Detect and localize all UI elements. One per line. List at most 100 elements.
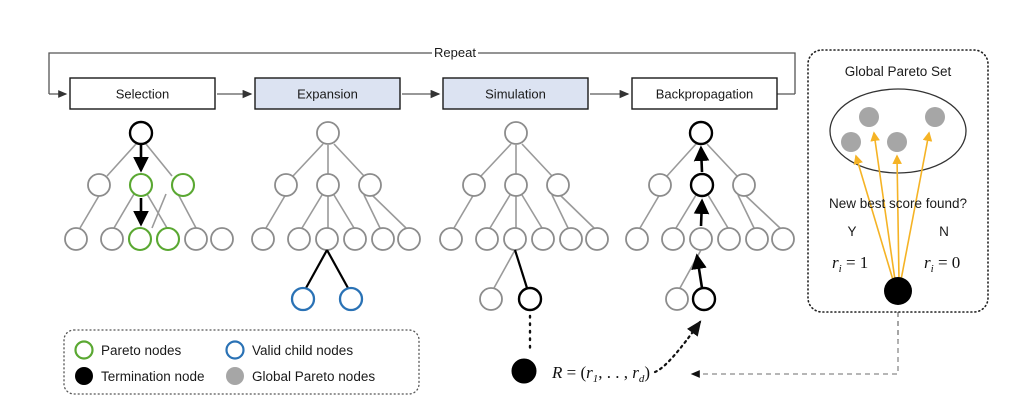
node-gray: [371, 227, 395, 251]
node-gray: [462, 173, 486, 197]
node-backprop-root: [688, 120, 714, 146]
stage-box-backpropagation[interactable]: Backpropagation: [631, 77, 778, 110]
panel-yes-label: Y: [847, 224, 856, 239]
node-gray: [689, 227, 713, 251]
stage-box-simulation[interactable]: Simulation: [442, 77, 589, 110]
legend-border: [63, 329, 420, 395]
node-global-pareto: [925, 107, 945, 127]
node-termination: [511, 358, 537, 384]
node-gray: [717, 227, 741, 251]
open-circle-green-icon: [74, 340, 94, 360]
node-gray: [648, 173, 672, 197]
no-r: r: [924, 253, 931, 272]
node-gray: [585, 227, 609, 251]
repeat-loop: [48, 52, 796, 98]
expansion-edge-new-left: [305, 249, 328, 289]
reward-eq: = (: [562, 363, 586, 382]
legend-label-global-pareto-nodes: Global Pareto nodes: [252, 369, 375, 384]
node-gray: [546, 173, 570, 197]
yes-eq: = 1: [842, 253, 869, 272]
node-gray: [531, 227, 555, 251]
filled-circle-gray-icon: [226, 367, 244, 385]
node-gray: [559, 227, 583, 251]
panel-question: New best score found?: [829, 196, 967, 211]
backprop-arrow-bottom: [691, 253, 707, 289]
node-gray: [503, 227, 527, 251]
node-gray: [287, 227, 311, 251]
stage-label-selection: Selection: [116, 87, 169, 102]
node-gray: [397, 227, 421, 251]
reward-vector-group: R = (r1, . . , rd): [511, 358, 650, 385]
feedback-path: [653, 312, 899, 378]
tree-simulation: [439, 121, 609, 352]
tree-selection-edges: [79, 143, 197, 229]
reward-expression: R = (r1, . . , rd): [551, 363, 650, 385]
stage-box-selection[interactable]: Selection: [69, 77, 216, 110]
stage-box-expansion[interactable]: Expansion: [254, 77, 401, 110]
node-pareto: [155, 226, 181, 252]
node-pareto: [127, 226, 153, 252]
yes-sub: i: [839, 263, 842, 275]
yes-r: r: [832, 253, 839, 272]
node-valid-child: [338, 286, 364, 312]
expansion-edge-new-right: [326, 249, 349, 289]
stage-label-expansion: Expansion: [297, 87, 358, 102]
filled-circle-black-icon: [75, 367, 93, 385]
tree-backpropagation: [625, 120, 795, 312]
node-gray: [475, 227, 499, 251]
reward-rd: r: [632, 363, 639, 382]
node-gray: [479, 287, 503, 311]
node-gray: [343, 227, 367, 251]
node-valid-child: [290, 286, 316, 312]
node-termination-panel: [884, 277, 912, 305]
panel-title: Global Pareto Set: [845, 64, 952, 79]
tree-selection: [64, 120, 234, 252]
reward-close: ): [644, 363, 650, 382]
node-backprop-leaf: [691, 286, 717, 312]
node-backprop-path: [689, 172, 715, 198]
node-gray: [274, 173, 298, 197]
stage-label-simulation: Simulation: [485, 87, 546, 102]
node-gray: [316, 121, 340, 145]
reward-update-arrows: [853, 131, 933, 281]
node-global-pareto: [859, 107, 879, 127]
legend-box: Pareto nodes Valid child nodes Terminati…: [63, 329, 420, 395]
node-gray: [210, 227, 234, 251]
node-root-selection: [128, 120, 154, 146]
panel-no-label: N: [939, 224, 949, 239]
node-gray: [504, 121, 528, 145]
tree-expansion: [251, 121, 421, 312]
legend-label-pareto-nodes: Pareto nodes: [101, 343, 182, 358]
node-gray: [439, 227, 463, 251]
reward-R: R: [551, 363, 563, 382]
node-gray: [315, 227, 339, 251]
node-gray: [316, 173, 340, 197]
reward-r1-sub: 1: [593, 373, 599, 385]
simulation-rollout-edge: [513, 249, 529, 289]
legend-label-valid-child-nodes: Valid child nodes: [252, 343, 353, 358]
node-pareto: [128, 172, 154, 198]
node-gray: [251, 227, 275, 251]
tree-expansion-edges: [265, 143, 407, 229]
tree-backprop-edges: [639, 143, 781, 289]
reward-rd-sub: d: [639, 373, 645, 385]
node-gray: [661, 227, 685, 251]
backprop-arrow-top: [693, 145, 710, 173]
reward-mid: , . . ,: [598, 363, 632, 382]
node-global-pareto: [887, 132, 907, 152]
no-sub: i: [931, 263, 934, 275]
global-pareto-panel: Global Pareto Set New best score found? …: [807, 49, 989, 313]
node-gray: [184, 227, 208, 251]
node-global-pareto: [841, 132, 861, 152]
stage-label-backpropagation: Backpropagation: [656, 87, 754, 102]
node-gray: [665, 287, 689, 311]
node-gray: [64, 227, 88, 251]
tree-simulation-edges: [453, 143, 595, 289]
node-gray: [87, 173, 111, 197]
repeat-label: Repeat: [434, 45, 476, 60]
node-gray: [732, 173, 756, 197]
panel-no-value: ri = 0: [924, 253, 960, 275]
reward-r1: r: [586, 363, 593, 382]
